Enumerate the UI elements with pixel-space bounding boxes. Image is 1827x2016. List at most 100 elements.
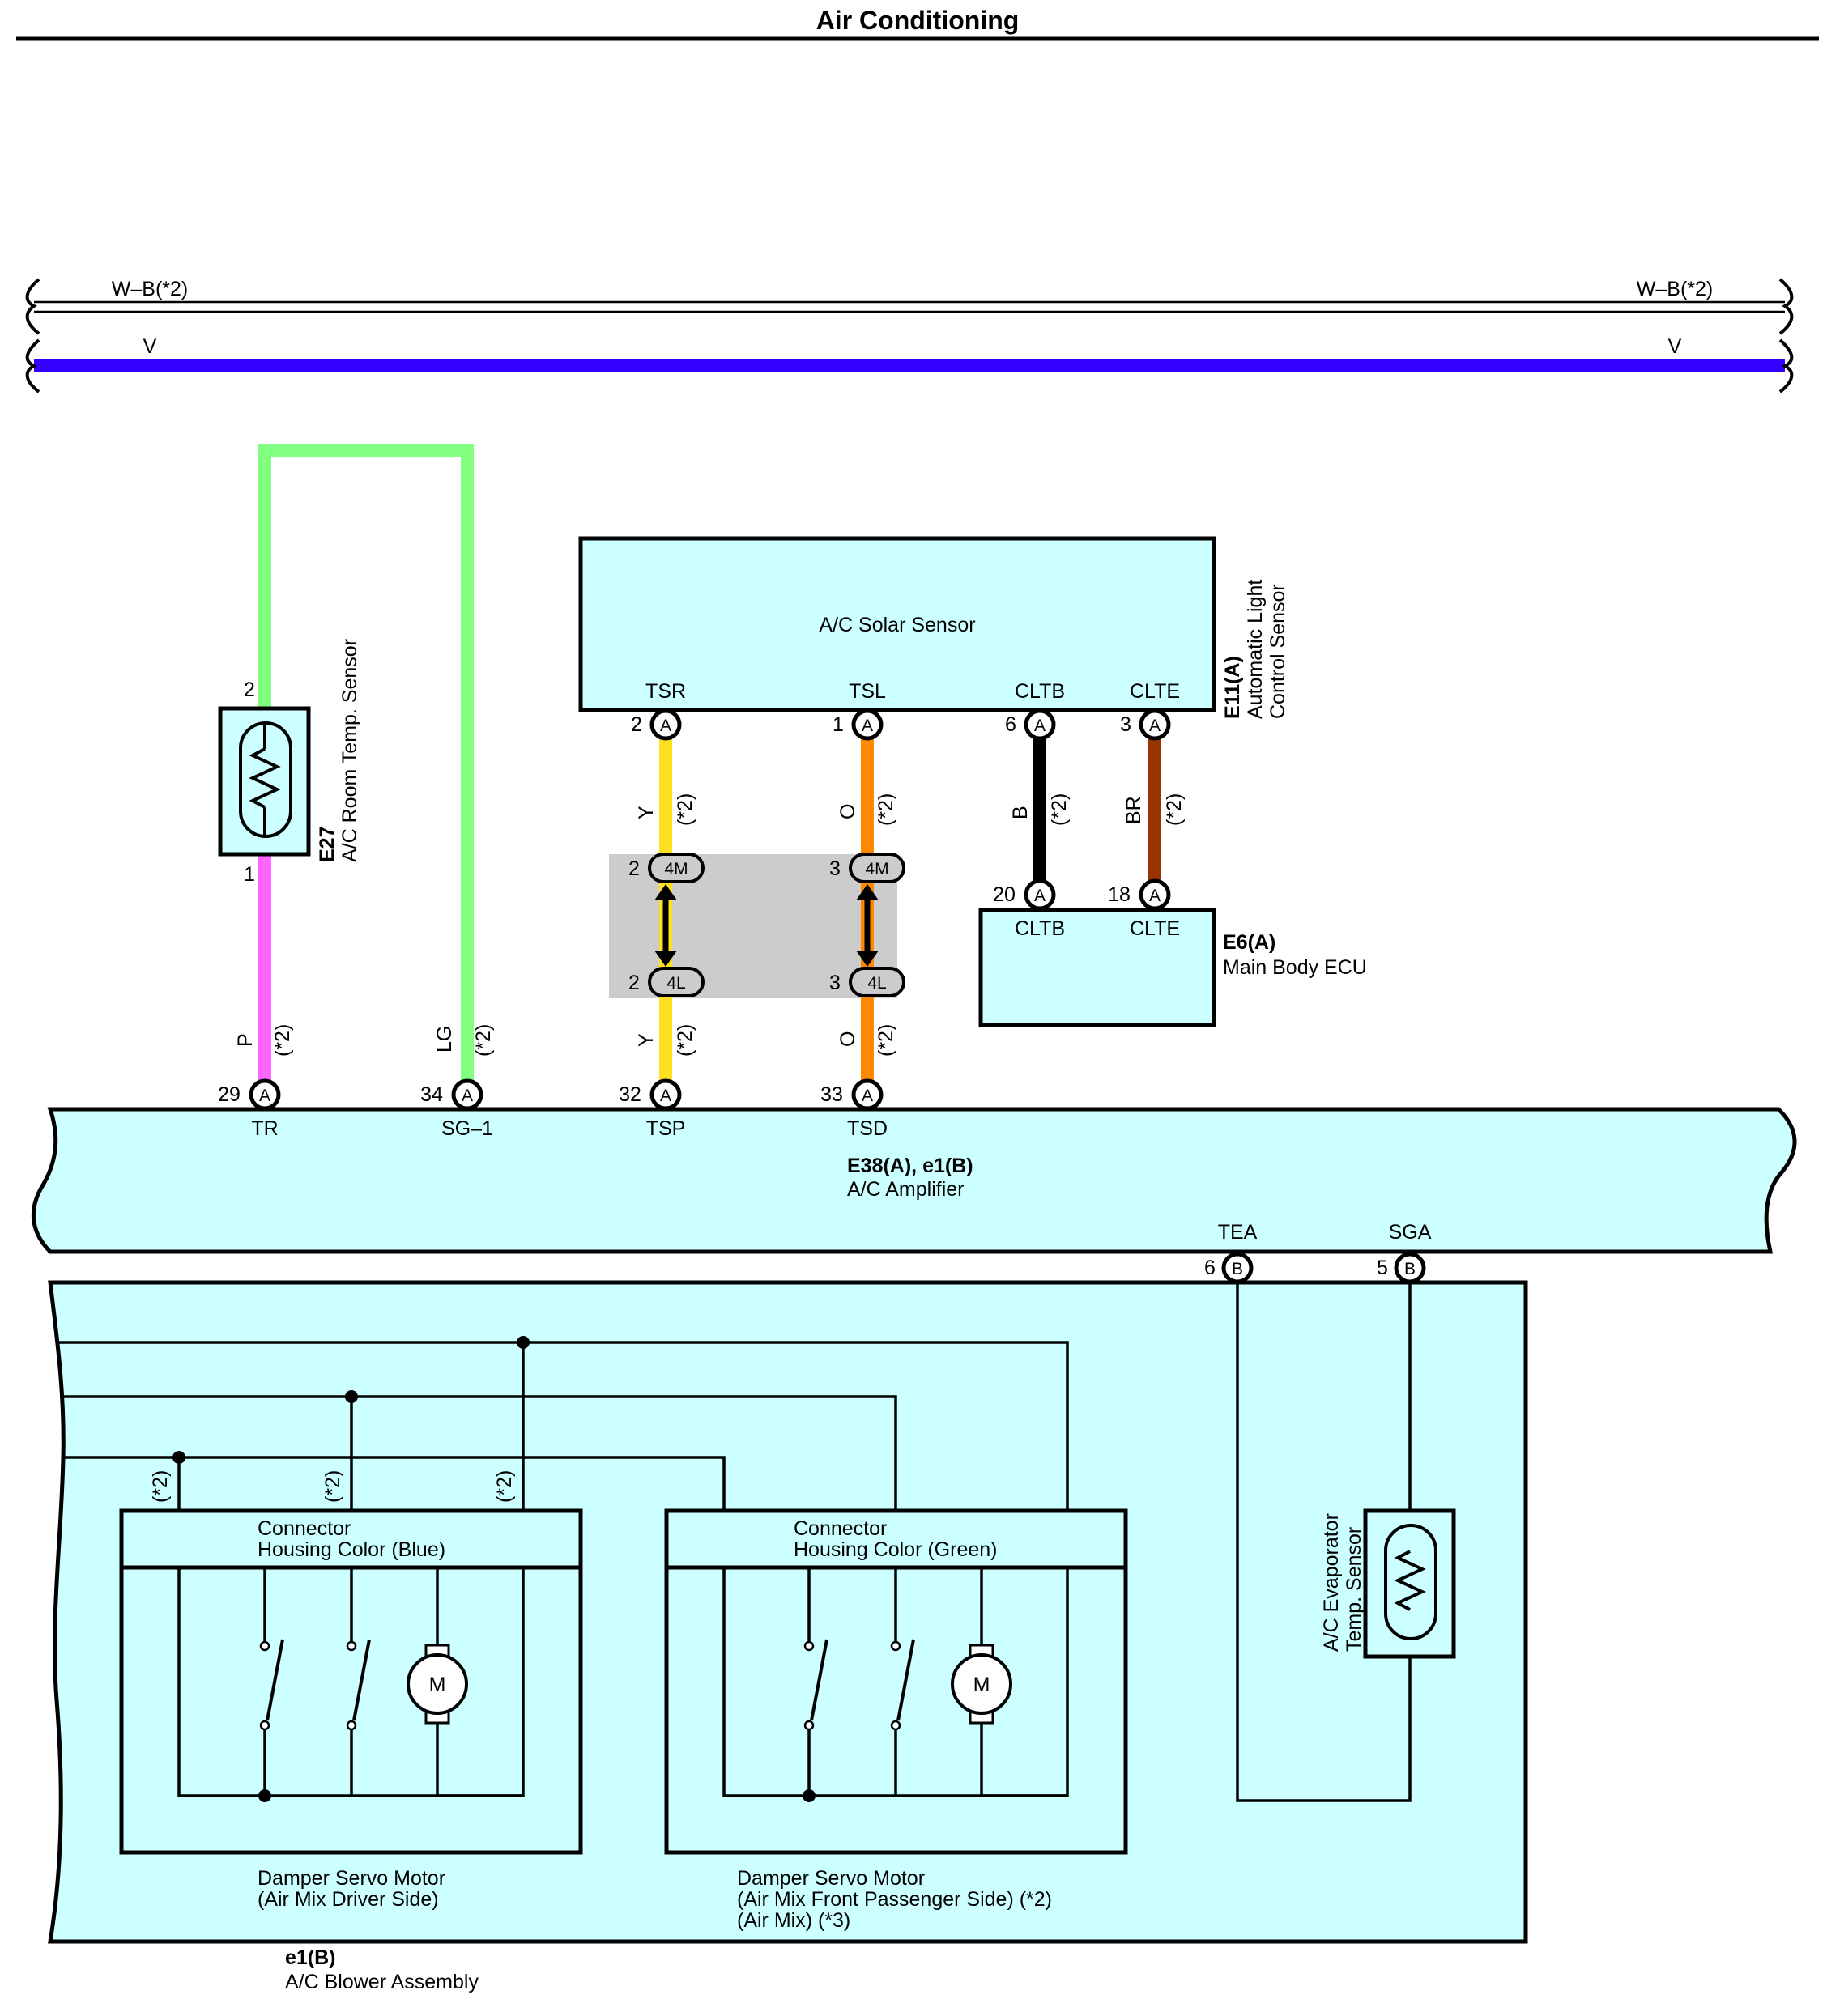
- blower-wire-note-3: (*2): [493, 1470, 516, 1503]
- svg-text:A: A: [259, 1087, 270, 1105]
- svg-text:B: B: [1232, 1260, 1243, 1278]
- wire-note-y-lower: (*2): [674, 1024, 696, 1057]
- room-sensor-pin-top: 2: [244, 678, 255, 701]
- svg-text:20: 20: [993, 883, 1016, 906]
- pin-markers: A 2 A 1 A 6 A 3 A 20 A 18: [218, 708, 1426, 1284]
- wire-note-o-upper: (*2): [875, 793, 897, 826]
- amp-terminal-sg1: SG–1: [441, 1117, 493, 1140]
- damper-servo-passenger: Connector Housing Color (Green) M Damper…: [664, 1508, 1128, 1932]
- svg-text:2: 2: [631, 713, 642, 736]
- ecu-name: Main Body ECU: [1223, 956, 1367, 979]
- wire-label-o-upper: O: [837, 804, 859, 819]
- ecu-terminal-cltb: CLTB: [1015, 917, 1065, 940]
- solar-terminal-clte: CLTE: [1130, 680, 1180, 703]
- amp-terminal-sga: SGA: [1389, 1221, 1432, 1244]
- junction-pin-4m-o: 3: [829, 857, 841, 880]
- junction-arrow-o: [856, 884, 879, 967]
- junction-4l-a: 4L: [666, 974, 685, 993]
- svg-text:A: A: [862, 1087, 873, 1105]
- ecu-code: E6(A): [1223, 931, 1275, 954]
- pin-amp-tsp: A 32: [619, 1078, 682, 1111]
- junction-pin-4l-o: 3: [829, 972, 841, 994]
- motor-symbol-passenger: M: [973, 1674, 990, 1696]
- passenger-motor-label-1: Damper Servo Motor: [737, 1867, 925, 1890]
- wire-label-p: P: [234, 1033, 257, 1047]
- junction-4m-a: 4M: [664, 860, 688, 878]
- pin-amp-tr: A 29: [218, 1078, 281, 1111]
- pin-solar-clte: A 3: [1120, 708, 1171, 741]
- wire-label-lg: LG: [433, 1026, 456, 1053]
- pin-amp-sga: B 5: [1377, 1252, 1426, 1284]
- solar-terminal-cltb: CLTB: [1015, 680, 1065, 703]
- bus-wb-right-label: W–B(*2): [1637, 278, 1713, 300]
- wire-label-b: B: [1009, 806, 1032, 819]
- bus-wb: W–B(*2) W–B(*2): [25, 278, 1794, 335]
- solar-sensor-subname-1: Automatic Light: [1244, 580, 1267, 719]
- svg-text:A: A: [660, 1087, 671, 1105]
- amp-code: E38(A), e1(B): [847, 1155, 973, 1177]
- svg-text:A: A: [462, 1087, 473, 1105]
- svg-text:6: 6: [1204, 1257, 1216, 1279]
- svg-text:5: 5: [1377, 1257, 1388, 1279]
- solar-terminal-tsr: TSR: [645, 680, 686, 703]
- pin-solar-tsl: A 1: [833, 708, 884, 741]
- bus-v-left-label: V: [143, 335, 157, 358]
- svg-text:6: 6: [1005, 713, 1016, 736]
- room-sensor-name: A/C Room Temp. Sensor: [339, 639, 361, 862]
- junction-arrow-y: [654, 884, 677, 967]
- bus-v: V V: [25, 335, 1794, 393]
- svg-text:B: B: [1404, 1260, 1416, 1278]
- motor-symbol-driver: M: [429, 1674, 446, 1696]
- room-temp-sensor: 2 1 E27 A/C Room Temp. Sensor: [218, 639, 361, 886]
- wire-note-o-lower: (*2): [875, 1024, 897, 1057]
- svg-text:29: 29: [218, 1083, 241, 1106]
- solar-terminal-tsl: TSL: [849, 680, 886, 703]
- driver-motor-label-1: Damper Servo Motor: [258, 1867, 445, 1890]
- svg-text:1: 1: [833, 713, 844, 736]
- evap-sensor-label-1: A/C Evaporator: [1320, 1513, 1343, 1652]
- passenger-motor-label-3: (Air Mix) (*3): [737, 1909, 850, 1932]
- wire-note-br: (*2): [1163, 793, 1186, 826]
- blower-code: e1(B): [285, 1946, 336, 1969]
- room-sensor-code: E27: [316, 827, 339, 862]
- room-sensor-pin-bottom: 1: [244, 863, 255, 886]
- svg-text:18: 18: [1108, 883, 1131, 906]
- blower-wire-note-1: (*2): [149, 1470, 172, 1503]
- amp-terminal-tsp: TSP: [646, 1117, 686, 1140]
- ecu-terminal-clte: CLTE: [1130, 917, 1180, 940]
- blue-connector-label-2: Housing Color (Blue): [258, 1538, 445, 1561]
- pin-ecu-cltb: A 20: [993, 878, 1056, 911]
- svg-text:A: A: [1034, 717, 1046, 735]
- wire-label-y-lower: Y: [635, 1033, 658, 1047]
- solar-sensor-name: A/C Solar Sensor: [819, 614, 975, 636]
- solar-sensor-subname-2: Control Sensor: [1267, 584, 1289, 719]
- green-connector-label-1: Connector: [794, 1517, 887, 1540]
- pin-amp-tsd: A 33: [820, 1078, 884, 1111]
- amp-terminal-tsd: TSD: [847, 1117, 888, 1140]
- blower-assembly: (*2) (*2) (*2) Connector Housing Color (…: [48, 1280, 1528, 1993]
- evap-sensor-label-2: Temp. Sensor: [1343, 1527, 1365, 1652]
- blue-connector-label-1: Connector: [258, 1517, 351, 1540]
- wire-label-br: BR: [1122, 796, 1145, 824]
- junction-4m-b: 4M: [865, 860, 888, 878]
- junction-pin-4l-y: 2: [628, 972, 640, 994]
- svg-text:34: 34: [420, 1083, 443, 1106]
- svg-text:A: A: [862, 717, 873, 735]
- amp-terminal-tea: TEA: [1218, 1221, 1258, 1244]
- svg-text:A: A: [1034, 887, 1046, 905]
- pin-amp-tea: B 6: [1204, 1252, 1254, 1284]
- bus-wb-left-label: W–B(*2): [112, 278, 188, 300]
- amp-name: A/C Amplifier: [847, 1178, 964, 1201]
- svg-text:A: A: [1149, 717, 1161, 735]
- wire-label-o-lower: O: [837, 1031, 859, 1047]
- pin-amp-sg1: A 34: [420, 1078, 483, 1111]
- wire-note-lg: (*2): [472, 1024, 495, 1057]
- svg-text:A: A: [660, 717, 671, 735]
- blower-name: A/C Blower Assembly: [285, 1971, 479, 1993]
- wire-labels: P (*2) LG (*2) Y (*2) O (*2) B (*2) BR (…: [234, 793, 1186, 1057]
- wire-note-y-upper: (*2): [674, 793, 696, 826]
- pin-solar-cltb: A 6: [1005, 708, 1056, 741]
- junction-connector: 4M 4M 4L 4L 2 3 2 3: [609, 725, 905, 1095]
- svg-text:33: 33: [820, 1083, 843, 1106]
